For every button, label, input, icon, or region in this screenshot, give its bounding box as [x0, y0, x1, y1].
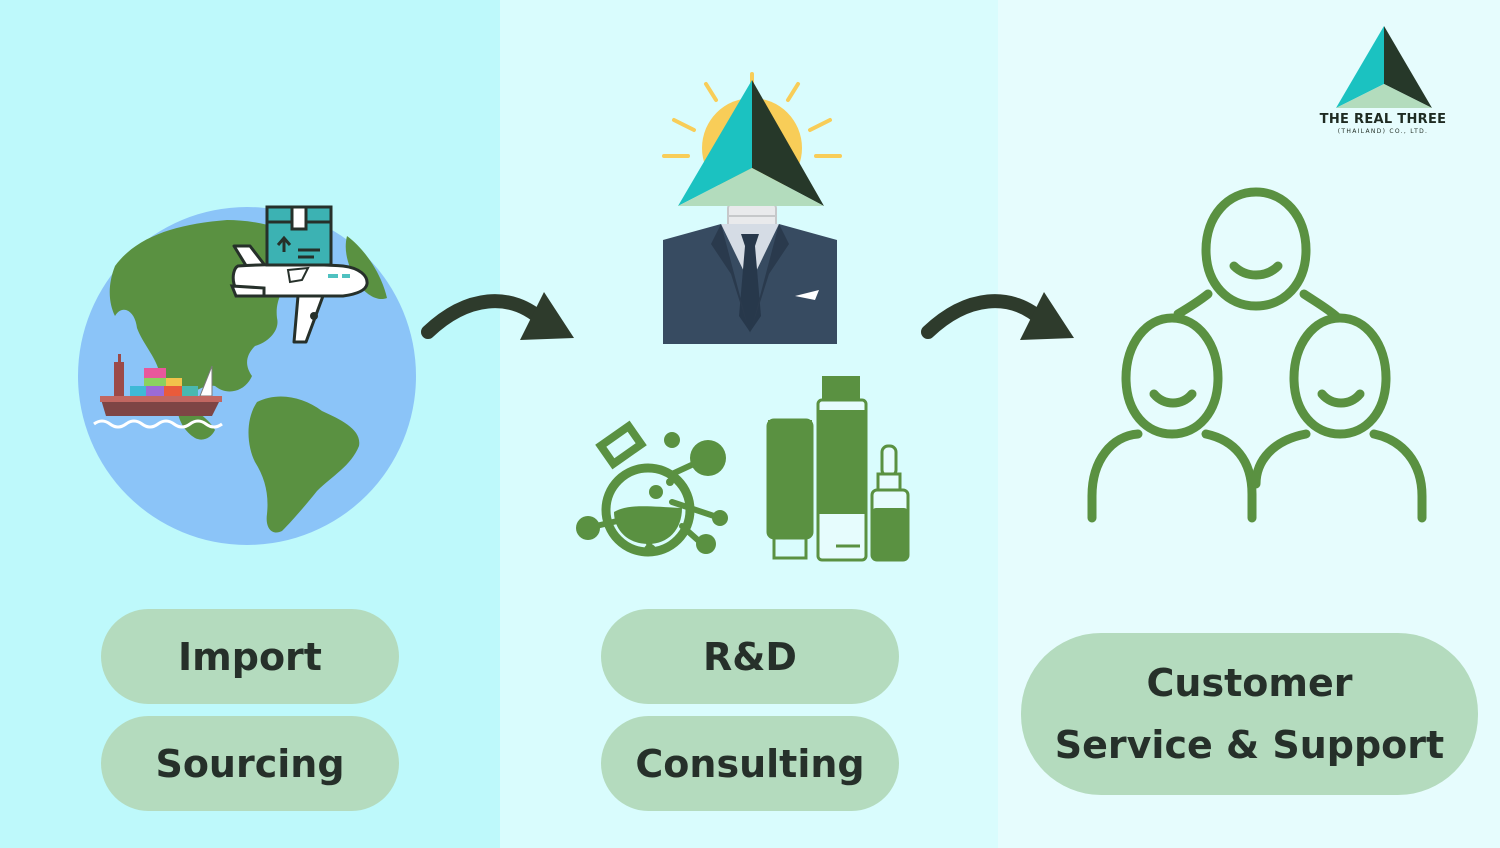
import-label: Import [178, 634, 322, 679]
rnd-pill: R&D [601, 609, 899, 704]
consulting-pill: Consulting [601, 716, 899, 811]
logo-subtitle: (THAILAND) CO., LTD. [1337, 128, 1429, 135]
arrow-right-icon [921, 292, 1074, 340]
service-support-label: Service & Support [1054, 723, 1445, 767]
chemistry-flask-icon [576, 420, 728, 557]
company-logo: THE REAL THREE (THAILAND) CO., LTD. [1300, 112, 1466, 135]
import-pill: Import [101, 609, 399, 704]
lightbulb-head-icon [662, 72, 842, 239]
people-group-icon [1087, 187, 1427, 523]
business-suit-icon [663, 224, 837, 344]
cosmetic-bottles-icon [766, 376, 910, 562]
logo-name: THE REAL THREE [1319, 112, 1447, 127]
sourcing-pill: Sourcing [101, 716, 399, 811]
sourcing-label: Sourcing [155, 741, 345, 786]
arrow-right-icon [421, 292, 574, 340]
airplane-icon [229, 244, 369, 344]
consulting-label: Consulting [635, 741, 865, 786]
customer-label: Customer [1146, 661, 1353, 705]
rnd-label: R&D [703, 634, 797, 679]
cargo-ship-icon [93, 354, 223, 429]
company-logo-icon [1336, 26, 1432, 108]
package-box-icon [265, 205, 333, 267]
customer-service-pill: Customer Service & Support [1021, 633, 1478, 795]
